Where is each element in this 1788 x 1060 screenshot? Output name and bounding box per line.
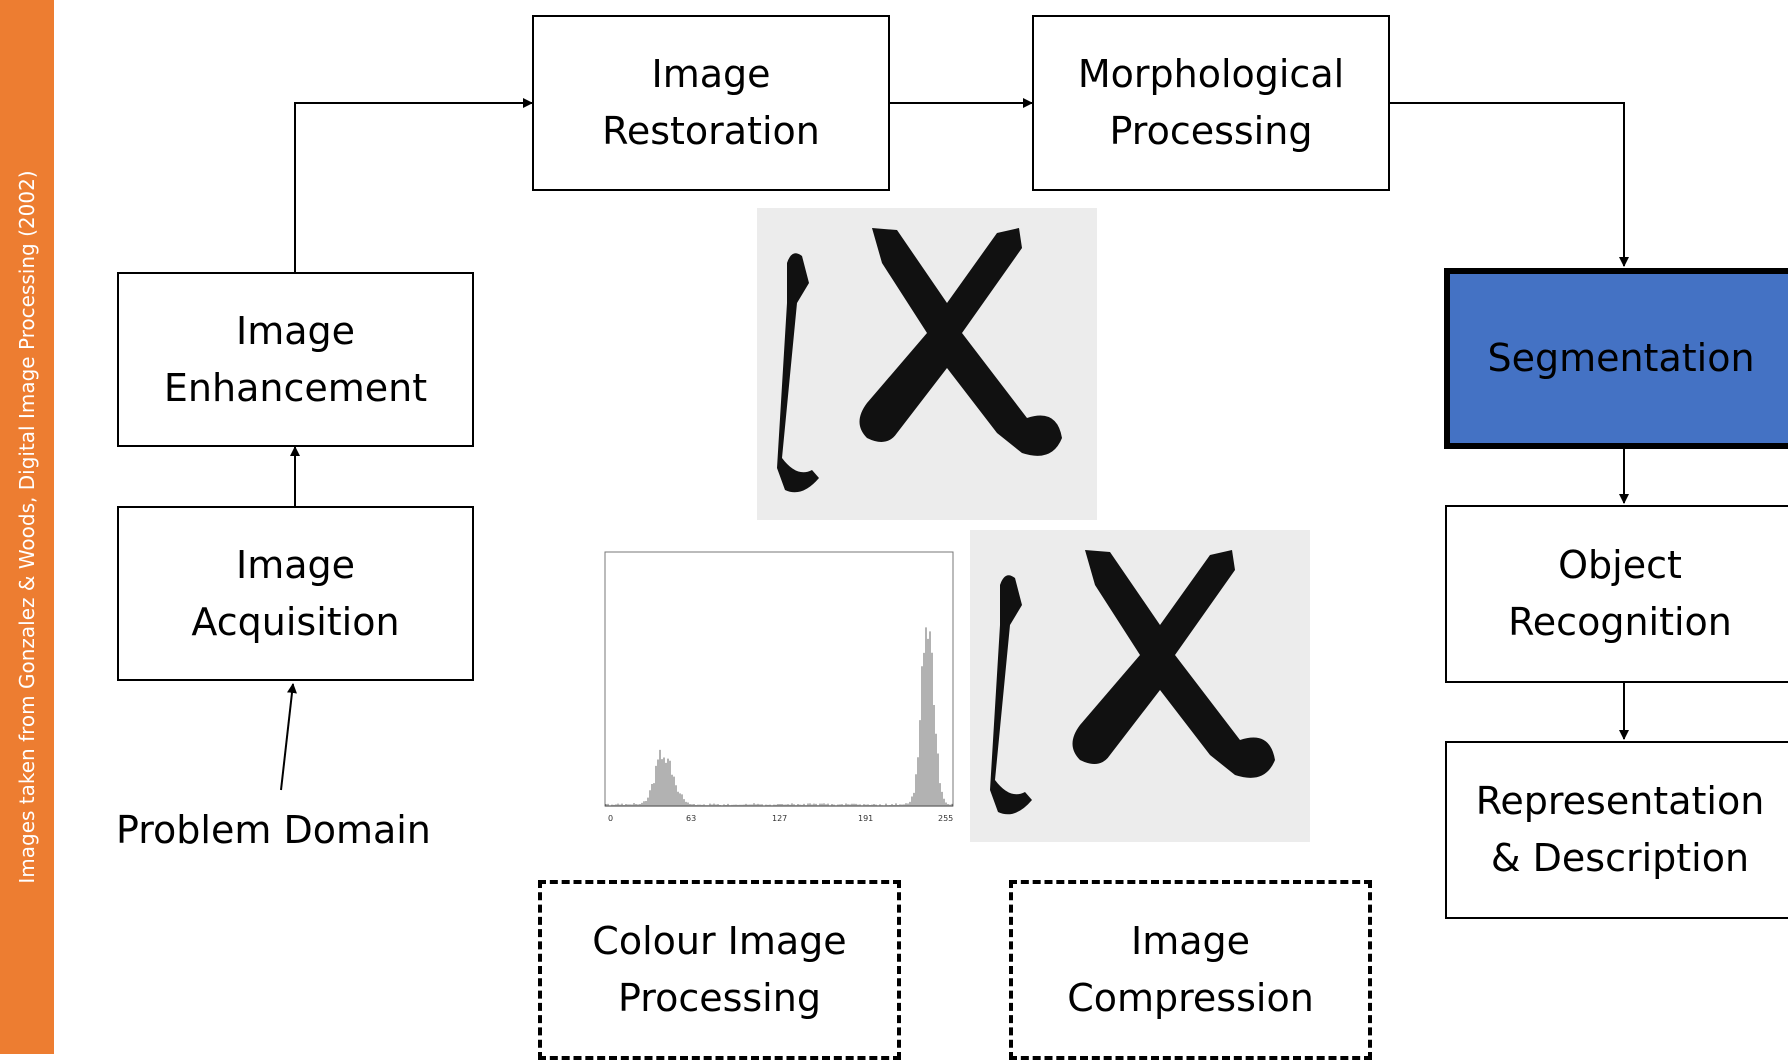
histogram-plot: 0 63 127 191 255: [604, 551, 954, 825]
sample-image-bottom: [970, 530, 1310, 842]
object-recognition-label: Object Recognition: [1508, 537, 1732, 651]
hist-tick-0: 0: [608, 814, 613, 823]
image-enhancement-label: Image Enhancement: [164, 303, 427, 417]
hist-tick-191: 191: [858, 814, 873, 823]
representation-description-box: Representation & Description: [1445, 741, 1788, 919]
arrow-morphological-to-segmentation: [1390, 103, 1624, 266]
problem-domain-label: Problem Domain: [116, 808, 431, 852]
image-restoration-label: Image Restoration: [602, 46, 820, 160]
hist-tick-63: 63: [686, 814, 696, 823]
image-compression-box: Image Compression: [1009, 880, 1372, 1060]
image-restoration-box: Image Restoration: [532, 15, 890, 191]
wrench-shapes-top: [757, 208, 1097, 520]
sample-image-top: [757, 208, 1097, 520]
segmentation-label: Segmentation: [1487, 330, 1754, 387]
histogram-image: 0 63 127 191 255: [604, 551, 954, 825]
hist-tick-127: 127: [772, 814, 787, 823]
arrow-problem-to-acquisition: [281, 684, 293, 790]
morphological-processing-label: Morphological Processing: [1078, 46, 1344, 160]
object-recognition-box: Object Recognition: [1445, 505, 1788, 683]
image-acquisition-label: Image Acquisition: [191, 537, 399, 651]
morphological-processing-box: Morphological Processing: [1032, 15, 1390, 191]
segmentation-box: Segmentation: [1444, 268, 1788, 449]
arrow-enhancement-to-restoration: [295, 103, 532, 272]
image-acquisition-box: Image Acquisition: [117, 506, 474, 681]
hist-tick-255: 255: [938, 814, 953, 823]
representation-description-label: Representation & Description: [1476, 773, 1765, 887]
image-enhancement-box: Image Enhancement: [117, 272, 474, 447]
wrench-shapes-bottom: [970, 530, 1310, 842]
colour-image-processing-box: Colour Image Processing: [538, 880, 901, 1060]
image-compression-label: Image Compression: [1067, 913, 1314, 1027]
colour-image-processing-label: Colour Image Processing: [592, 913, 846, 1027]
